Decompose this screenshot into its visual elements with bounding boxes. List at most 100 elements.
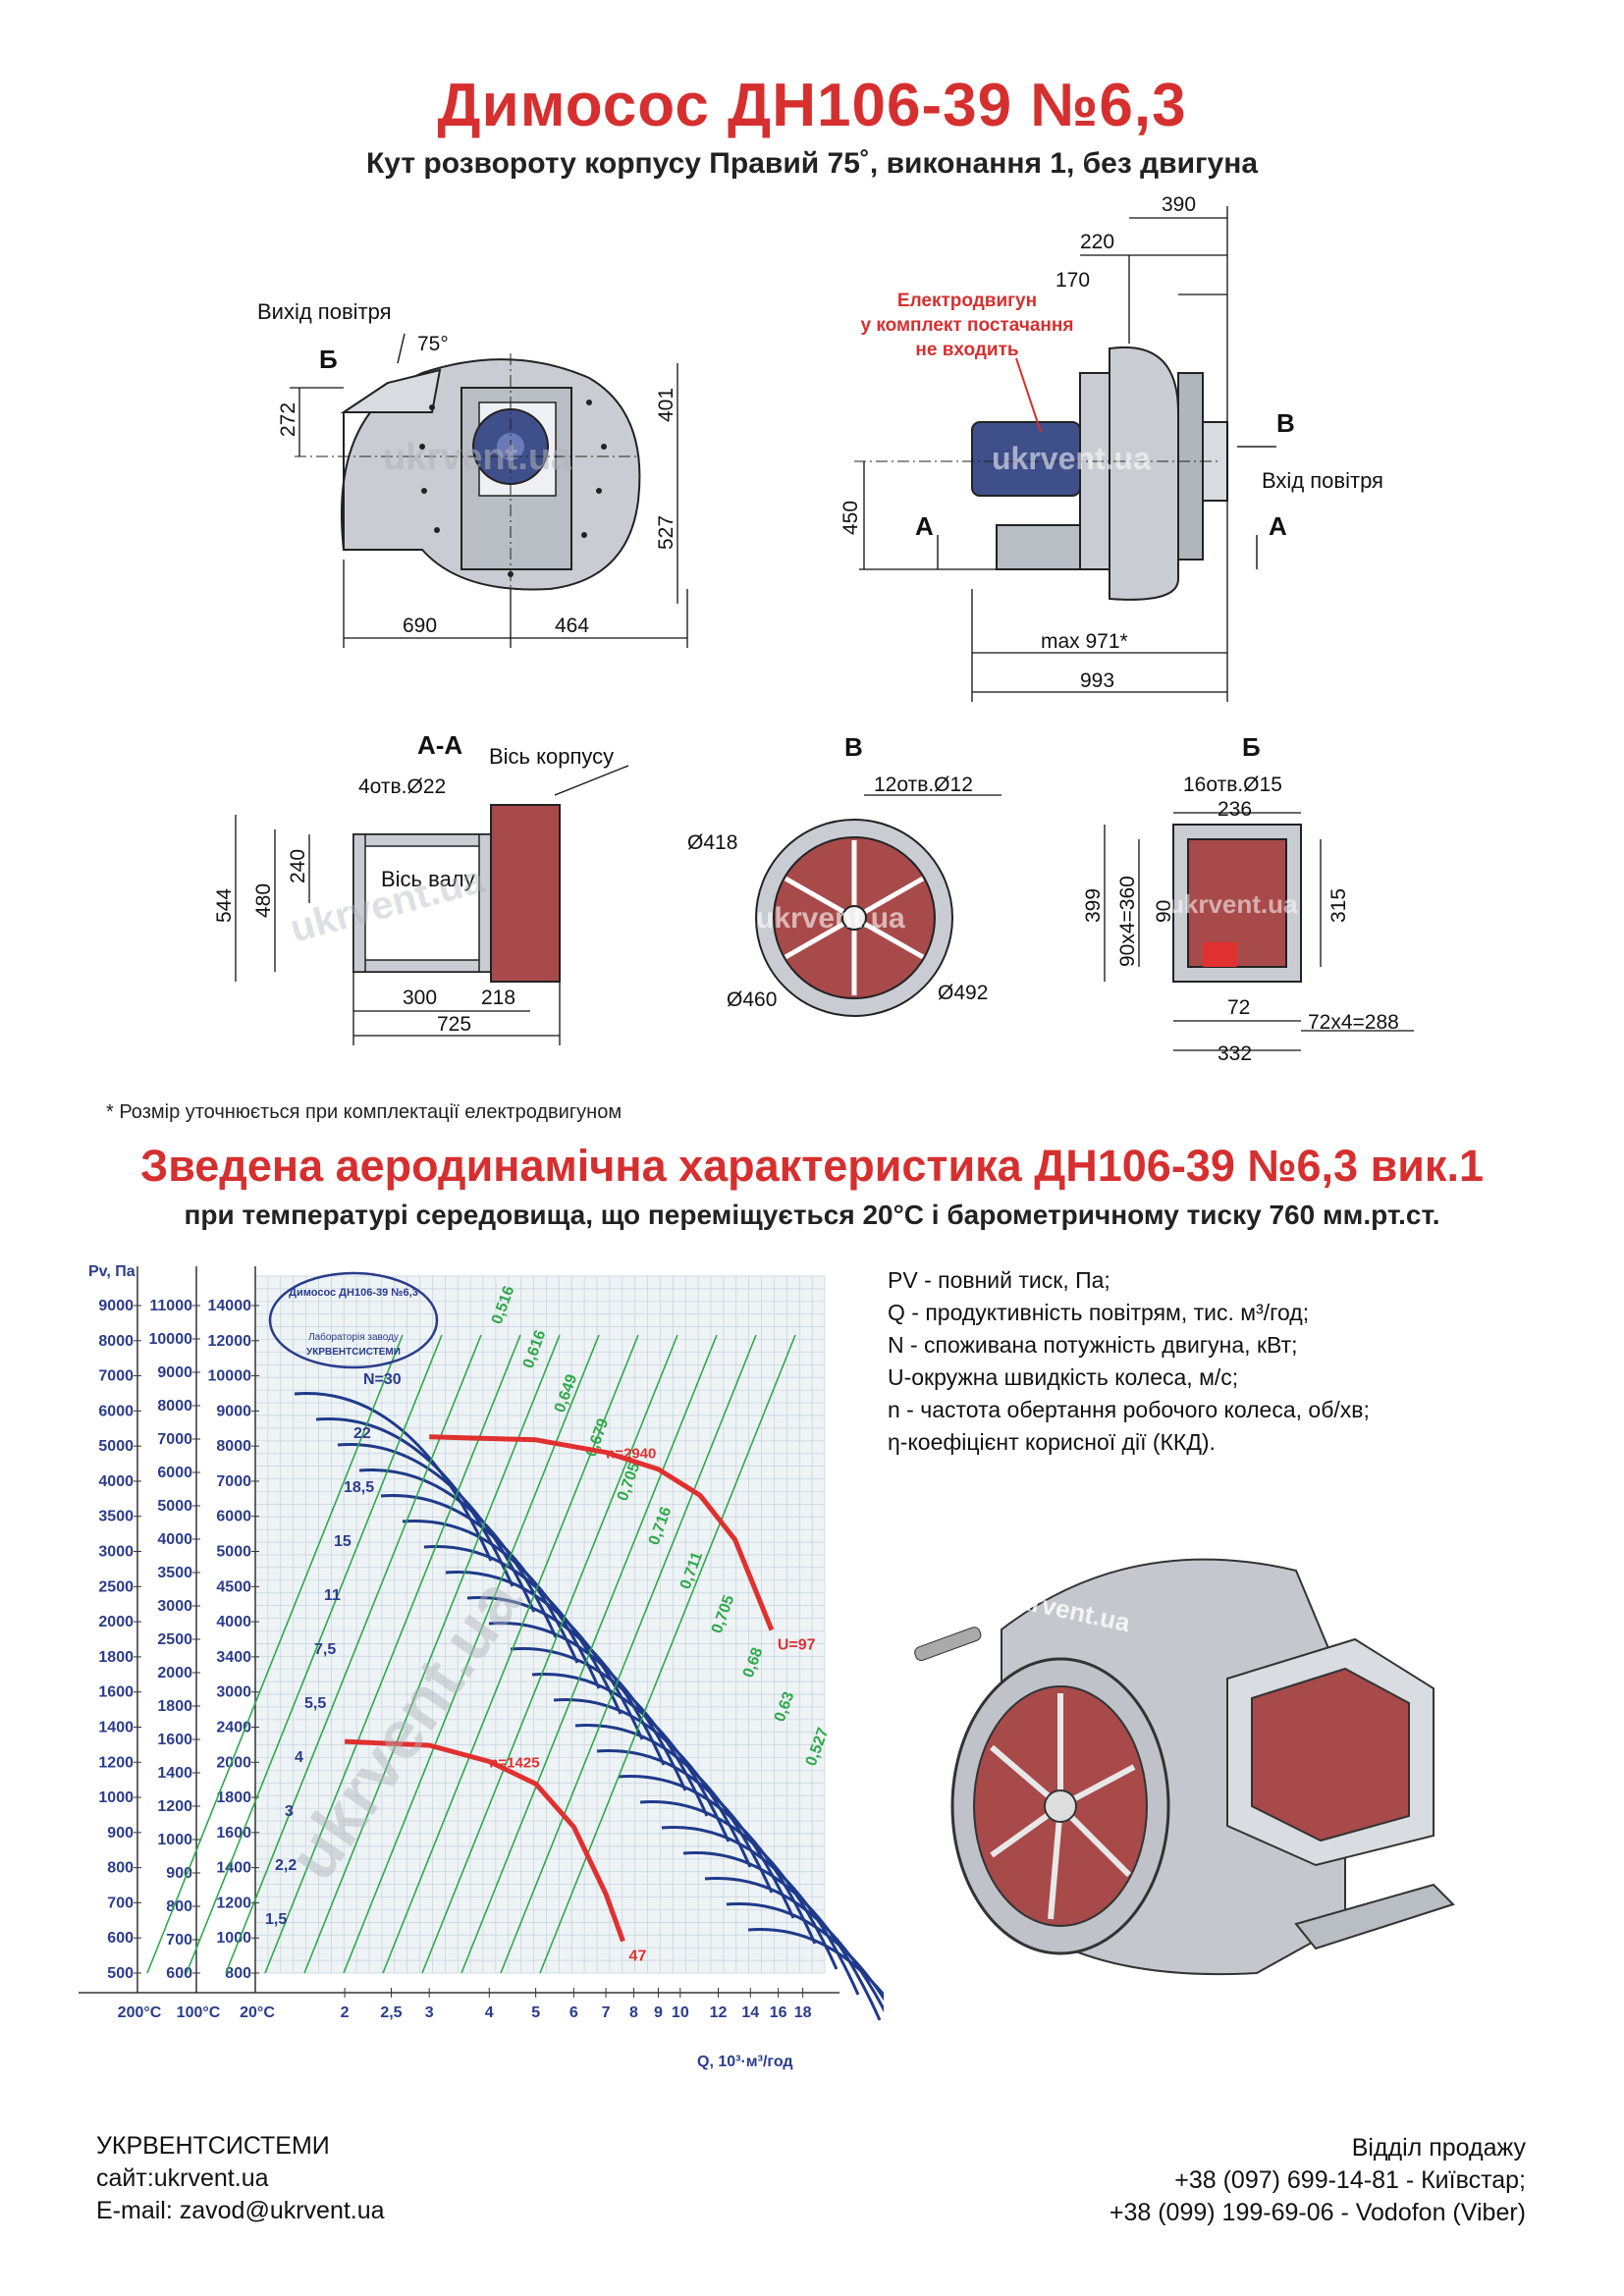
dim-390: 390 <box>1162 193 1196 216</box>
x-tick-label: 4 <box>485 2004 494 2021</box>
x-tick-label: 10 <box>672 2004 689 2021</box>
y-tick-label: 1400 <box>216 1860 251 1877</box>
page-title: Димосос ДН106-39 №6,3 <box>437 72 1187 139</box>
legend-item: Q - продуктивність повітрям, тис. м³/год… <box>888 1300 1310 1325</box>
dim-464: 464 <box>555 614 589 637</box>
chart-legend: PV - повний тиск, Па; Q - продуктивність… <box>888 1264 1370 1459</box>
section-aa-title: А-А <box>417 730 462 760</box>
y-axis-title: Pv, Па <box>88 1263 135 1280</box>
fan-3d-illustration: ukrvent.ua <box>914 1558 1455 1976</box>
company-name: УКРВЕНТСИСТЕМИ <box>96 2132 330 2160</box>
side-view-drawing <box>854 206 1276 702</box>
stamp-line-1: Димосос ДН106-39 №6,3 <box>289 1287 418 1299</box>
sales-title: Відділ продажу <box>1351 2134 1526 2162</box>
x-tick-label: 12 <box>710 2004 728 2021</box>
y-tick-label: 9000 <box>98 1298 134 1314</box>
y-tick-label: 5000 <box>98 1438 134 1455</box>
power-label: N=30 <box>363 1371 402 1388</box>
dim-332: 332 <box>1218 1042 1252 1065</box>
v-holes: 12отв.Ø12 <box>874 774 973 796</box>
x-tick-label: 7 <box>602 2004 611 2021</box>
chart-title: Зведена аеродинамічна характеристика ДН1… <box>140 1141 1484 1191</box>
y-tick-label: 1200 <box>216 1895 251 1911</box>
sales-phone-2: +38 (099) 199-69-06 - Vodofon (Viber) <box>1109 2199 1526 2226</box>
y-tick-label: 8000 <box>216 1438 251 1455</box>
power-label: 18,5 <box>344 1479 374 1496</box>
y-tick-label: 8000 <box>157 1398 192 1415</box>
y-tick-label: 1600 <box>216 1825 251 1842</box>
y-tick-label: 2000 <box>157 1665 192 1682</box>
y-tick-label: 800 <box>107 1860 134 1877</box>
dim-450: 450 <box>839 501 862 535</box>
y-tick-label: 12000 <box>208 1333 252 1350</box>
dim-90x4: 90x4=360 <box>1116 876 1139 967</box>
x-tick-label: 3 <box>425 2004 434 2021</box>
y-tick-label: 800 <box>166 1898 192 1915</box>
speed-curve <box>726 1901 884 2002</box>
legend-item: U-окружна швидкість колеса, м/с; <box>888 1364 1239 1390</box>
b-holes: 16отв.Ø15 <box>1183 774 1282 796</box>
dim-218: 218 <box>481 987 515 1009</box>
y-tick-label: 600 <box>107 1930 134 1947</box>
dim-90: 90 <box>1153 900 1175 923</box>
y-tick-label: 10000 <box>208 1368 252 1385</box>
section-v-drawing <box>755 794 1001 1017</box>
y-tick-label: 1200 <box>98 1754 134 1771</box>
y-tick-label: 3000 <box>98 1544 134 1561</box>
x-tick-label: 6 <box>569 2004 578 2021</box>
shaft-axis-label: Вісь валу <box>381 867 475 891</box>
y-tick-label: 900 <box>107 1825 134 1842</box>
y-tick-label: 6000 <box>216 1509 251 1525</box>
dim-72x4: 72x4=288 <box>1308 1011 1399 1034</box>
y-tick-label: 1800 <box>216 1789 251 1806</box>
section-v-marker: В <box>1276 408 1295 438</box>
section-b-title: Б <box>1242 732 1261 762</box>
y-tick-label: 11000 <box>149 1298 192 1314</box>
dim-240: 240 <box>287 849 309 883</box>
x-tick-label: 14 <box>741 2004 759 2021</box>
speed-curve <box>704 1876 884 2013</box>
efficiency-line <box>539 1334 796 1974</box>
y-tick-label: 4000 <box>157 1531 192 1548</box>
y-tick-label: 6000 <box>98 1403 134 1419</box>
legend-item: n - частота обертання робочого колеса, о… <box>888 1397 1370 1422</box>
y-tick-label: 1600 <box>98 1684 134 1701</box>
y-tick-label: 2500 <box>157 1631 192 1648</box>
power-label: 22 <box>353 1425 371 1442</box>
section-a-marker-left: А <box>915 511 934 541</box>
stamp-line-3: УКРВЕНТСИСТЕМИ <box>306 1347 401 1358</box>
y-tick-label: 500 <box>107 1965 134 1982</box>
motor-note-3: не входить <box>915 340 1018 360</box>
efficiency-line <box>500 1334 757 1974</box>
section-v-title: В <box>844 732 863 762</box>
x-tick-label: 2 <box>341 2004 350 2021</box>
power-label: 7,5 <box>314 1641 336 1658</box>
x-tick-label: 8 <box>629 2004 638 2021</box>
y-tick-label: 3000 <box>157 1598 192 1615</box>
power-label: 15 <box>334 1533 352 1550</box>
dim-72: 72 <box>1227 996 1250 1019</box>
legend-item: η-коефіцієнт корисної дії (ККД). <box>888 1429 1216 1455</box>
efficiency-line <box>264 1334 521 1974</box>
series-name-label: n=1425 <box>489 1755 539 1772</box>
company-site: сайт:ukrvent.ua <box>96 2164 269 2192</box>
y-tick-label: 7000 <box>216 1473 251 1490</box>
section-aa-drawing <box>235 765 629 1045</box>
temperature-label: 200°С <box>118 2004 162 2021</box>
y-tick-label: 1200 <box>157 1798 192 1815</box>
motor-note-2: у комплект постачання <box>861 315 1074 336</box>
dim-d418: Ø418 <box>687 831 737 854</box>
power-label: 4 <box>295 1749 303 1766</box>
series-name-label: n=2940 <box>606 1446 656 1463</box>
series-end-label: U=97 <box>778 1636 816 1653</box>
dim-170: 170 <box>1056 269 1090 292</box>
y-tick-label: 700 <box>107 1895 134 1911</box>
dim-max971: max 971* <box>1041 630 1128 653</box>
temperature-label: 20°С <box>240 2004 275 2021</box>
company-email: E-mail: zavod@ukrvent.ua <box>96 2197 385 2224</box>
y-tick-label: 1400 <box>98 1719 134 1735</box>
y-tick-label: 3400 <box>216 1649 251 1666</box>
x-tick-label: 5 <box>531 2004 540 2021</box>
stamp-line-2: Лабораторія заводу <box>308 1331 399 1343</box>
y-tick-label: 8000 <box>98 1333 134 1350</box>
